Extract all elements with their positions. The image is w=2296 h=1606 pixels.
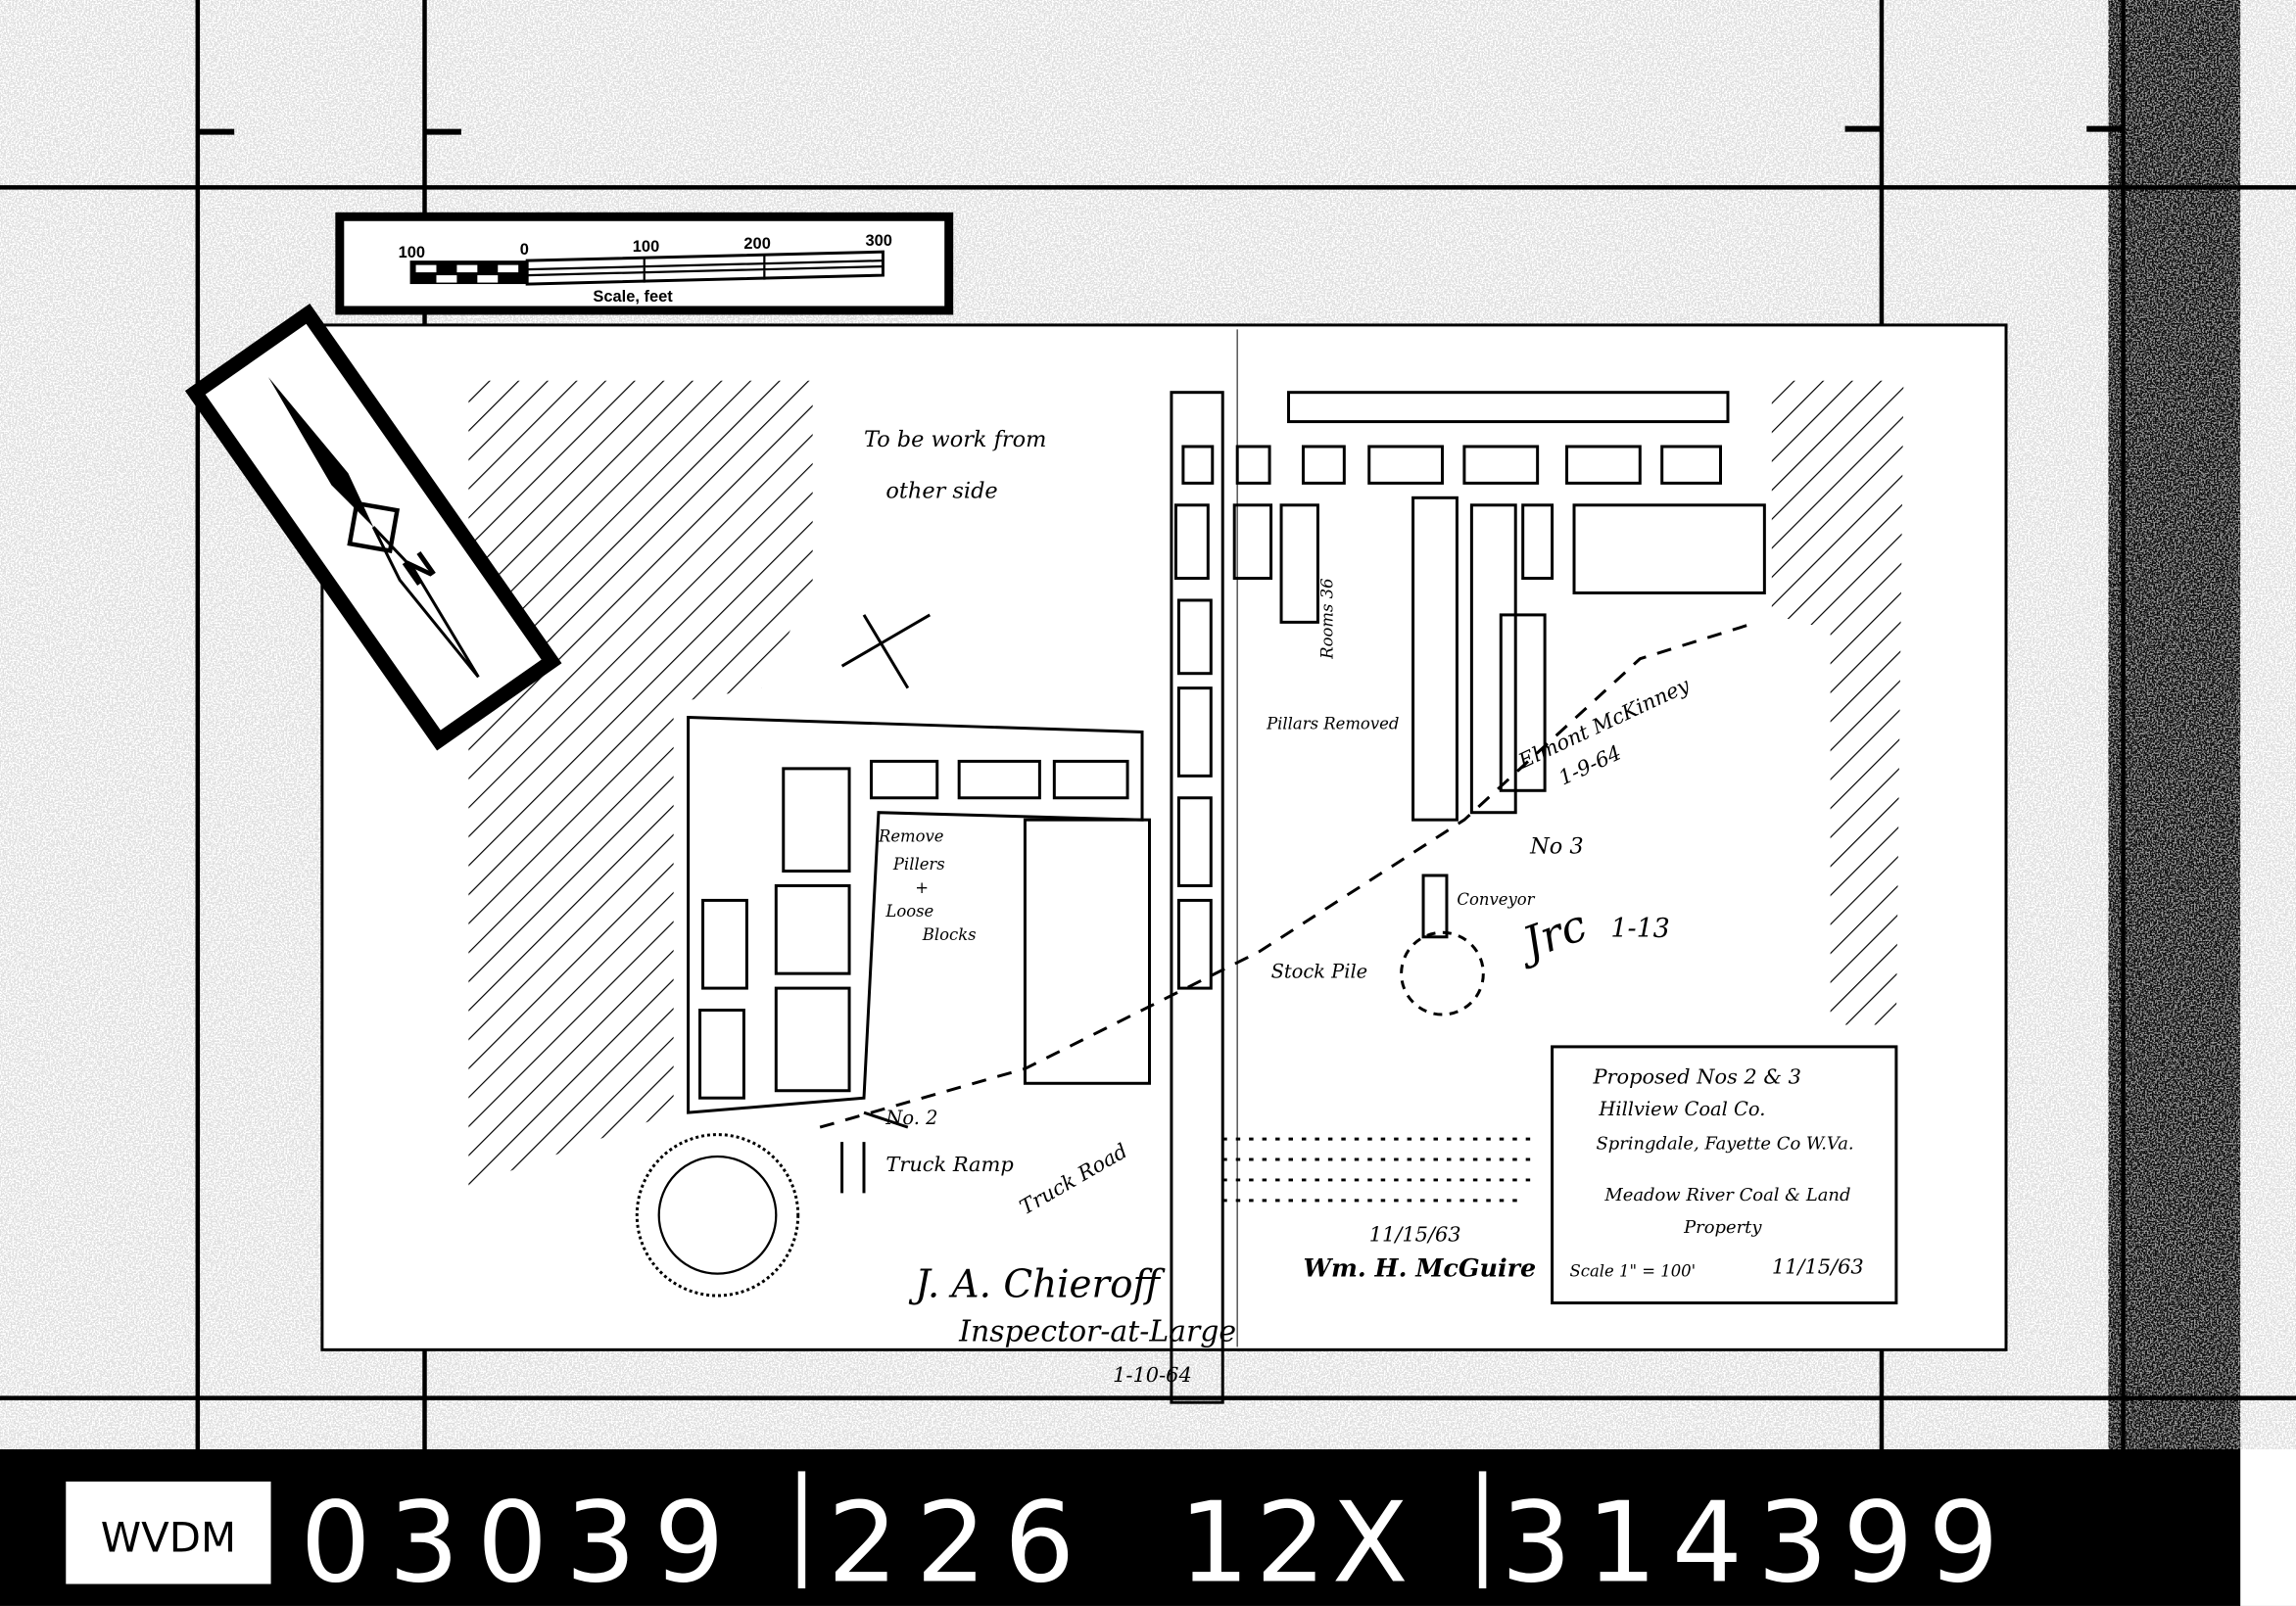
film-field-3: 12X bbox=[1178, 1479, 1413, 1606]
title-line-1: Proposed Nos 2 & 3 bbox=[1592, 1064, 1801, 1088]
scale-tick: 200 bbox=[743, 235, 770, 253]
inspector-signature: J. A. Chieroff Inspector-at-Large 1-10-6… bbox=[908, 1263, 1236, 1388]
title-block: Proposed Nos 2 & 3 Hillview Coal Co. Spr… bbox=[1551, 1045, 1898, 1305]
label-remove-pillars: Remove bbox=[878, 827, 944, 846]
engineer-seal bbox=[635, 1133, 800, 1298]
title-line-5: Property bbox=[1683, 1217, 1762, 1238]
title-line-2: Hillview Coal Co. bbox=[1598, 1098, 1765, 1120]
label-remove-pillars-3: + bbox=[915, 878, 929, 897]
label-remove-pillars-5: Blocks bbox=[922, 925, 977, 944]
label-no2: No. 2 bbox=[885, 1107, 937, 1129]
certification-date: 11/15/63 bbox=[1369, 1223, 1461, 1247]
film-field-4: 314399 bbox=[1501, 1479, 2013, 1606]
scale-tick: 100 bbox=[399, 244, 425, 261]
inspector-name: J. A. Chieroff bbox=[908, 1263, 1166, 1307]
inspector-title: Inspector-at-Large bbox=[958, 1314, 1236, 1348]
compass-needle-icon bbox=[268, 377, 374, 528]
certification: 11/15/63 Wm. H. McGuire bbox=[635, 1133, 1538, 1298]
film-agency: WVDM bbox=[101, 1514, 236, 1562]
label-pillars-removed: Pillars Removed bbox=[1266, 715, 1399, 733]
engineer-signature: Wm. H. McGuire bbox=[1303, 1253, 1536, 1283]
title-date: 11/15/63 bbox=[1772, 1255, 1864, 1279]
label-no3: No 3 bbox=[1529, 834, 1583, 860]
label-remove-pillars-2: Pillers bbox=[892, 855, 945, 874]
title-scale: Scale 1" = 100' bbox=[1570, 1262, 1697, 1281]
mine-workings bbox=[687, 391, 1766, 1404]
label-remove-pillars-4: Loose bbox=[885, 902, 933, 921]
label-work-note-1: To be work from bbox=[864, 427, 1046, 452]
title-line-3: Springdale, Fayette Co W.Va. bbox=[1596, 1134, 1853, 1155]
label-rooms: Rooms 36 bbox=[1317, 578, 1336, 659]
north-arrow: N bbox=[184, 303, 562, 751]
crossing-mark bbox=[840, 613, 932, 689]
label-work-note-2: other side bbox=[885, 478, 997, 503]
film-field-2: 226 bbox=[828, 1479, 1093, 1606]
film-field-1: 03039 bbox=[300, 1479, 741, 1606]
label-initials-date: 1-13 bbox=[1610, 914, 1669, 944]
hatched-area-right bbox=[1771, 380, 1904, 1025]
title-line-4: Meadow River Coal & Land bbox=[1603, 1185, 1850, 1205]
truck-road-line bbox=[819, 620, 1758, 1129]
scale-tick: 300 bbox=[865, 232, 891, 250]
scale-bar: 100 0 100 200 300 Scale, feet bbox=[335, 212, 954, 315]
label-truck-ramp: Truck Ramp bbox=[885, 1153, 1013, 1176]
scale-tick: 100 bbox=[633, 238, 659, 256]
scale-tick: 0 bbox=[520, 241, 529, 259]
label-stock-pile: Stock Pile bbox=[1271, 961, 1368, 983]
scale-caption: Scale, feet bbox=[593, 288, 673, 306]
film-strip-id-bar: WVDM 03039 226 12X 314399 bbox=[0, 1448, 2296, 1606]
hatched-area-left bbox=[468, 380, 813, 1186]
label-conveyor: Conveyor bbox=[1457, 890, 1535, 909]
inspector-date: 1-10-64 bbox=[1113, 1363, 1192, 1387]
